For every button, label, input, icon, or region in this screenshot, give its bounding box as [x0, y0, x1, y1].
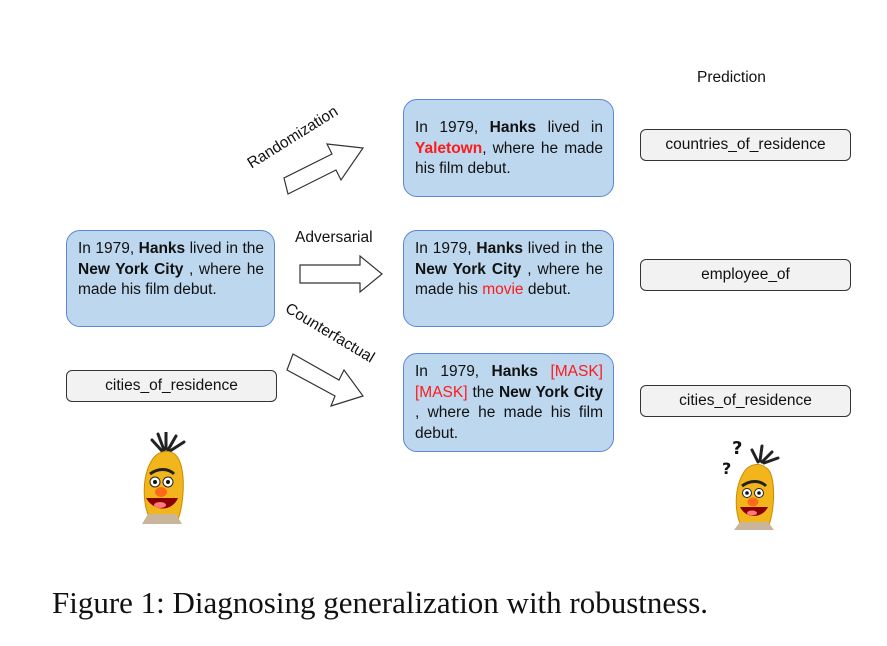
hair: [150, 432, 186, 453]
shirt: [142, 514, 182, 524]
perturbed-entity: Yaletown: [415, 139, 483, 157]
text: debut.: [523, 281, 571, 298]
brow: [149, 468, 176, 476]
randomization-arrow: [283, 143, 365, 195]
confused-character-icon: ? ?: [722, 438, 780, 530]
text: the: [467, 383, 499, 401]
text: In 1979,: [415, 240, 477, 257]
counterfactual-sentence-box: In 1979, Hanks [MASK] [MASK] the New Yor…: [403, 353, 614, 452]
text: , where he made his film debut.: [78, 260, 264, 299]
text: lived in the: [522, 240, 603, 257]
text: In 1979,: [415, 363, 492, 380]
arrow-shape: [299, 254, 383, 294]
prediction-text: cities_of_residence: [679, 392, 812, 409]
question-mark-icon: ?: [722, 459, 731, 478]
text: , where he made his: [415, 260, 603, 299]
text: lived in the: [185, 240, 264, 257]
question-mark-icon: ?: [732, 438, 742, 459]
arrow-shape: [283, 143, 365, 195]
head: [143, 451, 184, 521]
mask-tokens: [MASK] [MASK]: [415, 363, 603, 401]
gold-label: cities_of_residence: [66, 370, 277, 402]
confident-character-icon: [142, 432, 186, 524]
gold-label-text: cities_of_residence: [105, 377, 238, 394]
adversarial-arrow: [299, 254, 383, 294]
text: In 1979,: [415, 119, 490, 136]
entity-object: New York City: [78, 260, 184, 278]
prediction-heading: Prediction: [697, 69, 766, 86]
prediction-counterfactual: cities_of_residence: [640, 385, 851, 417]
nose: [155, 487, 167, 497]
entity-subject: Hanks: [138, 240, 186, 257]
text: , where he made his film debut.: [415, 139, 603, 178]
figure-caption: Figure 1: Diagnosing generalization with…: [52, 585, 709, 620]
entity-subject: Hanks: [491, 363, 539, 380]
prediction-randomization: countries_of_residence: [640, 129, 851, 161]
entity-subject: Hanks: [476, 240, 523, 257]
text: In 1979,: [78, 240, 139, 257]
adversarial-label: Adversarial: [295, 229, 373, 246]
randomization-sentence-box: In 1979, Hanks lived in Yaletown, where …: [403, 99, 614, 197]
entity-object: New York City: [498, 383, 603, 401]
perturbed-word: movie: [482, 281, 524, 298]
counterfactual-arrow: [286, 353, 364, 407]
text: lived in: [536, 119, 603, 136]
text: [538, 363, 550, 380]
prediction-adversarial: employee_of: [640, 259, 851, 291]
prediction-text: employee_of: [701, 266, 790, 283]
original-sentence-box: In 1979, Hanks lived in the New York Cit…: [66, 230, 275, 327]
prediction-text: countries_of_residence: [665, 136, 826, 153]
adversarial-sentence-box: In 1979, Hanks lived in the New York Cit…: [403, 230, 614, 327]
entity-object: New York City: [415, 260, 522, 278]
entity-subject: Hanks: [489, 119, 537, 136]
arrow-shape: [286, 353, 364, 407]
text: , where he made his film debut.: [415, 404, 603, 442]
